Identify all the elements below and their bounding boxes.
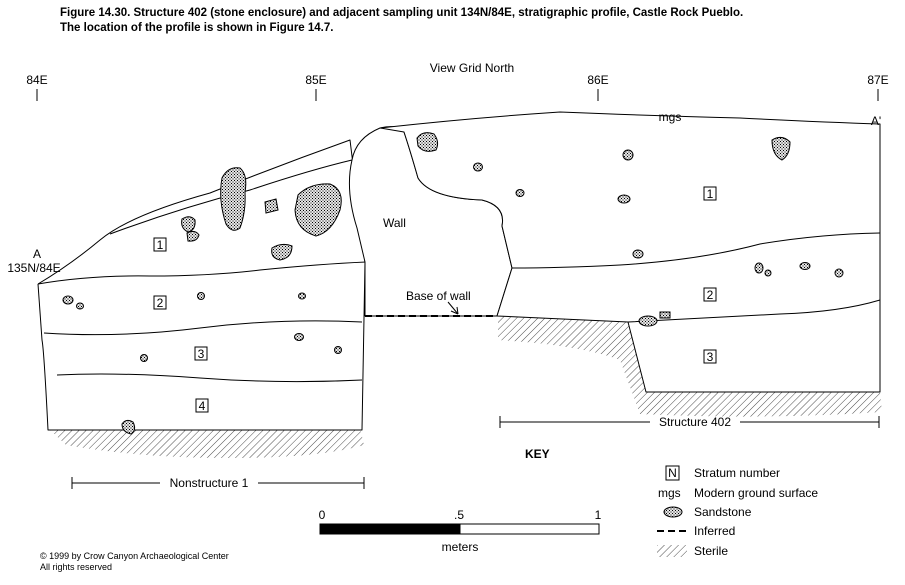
- scale-tick-1: 1: [595, 508, 602, 522]
- scale-unit: meters: [442, 540, 479, 554]
- mgs-label: mgs: [659, 110, 682, 124]
- sandstone-rock: [298, 292, 306, 300]
- svg-text:Modern ground surface: Modern ground surface: [694, 486, 818, 500]
- svg-text:1: 1: [157, 238, 164, 252]
- grid-label-85e: 85E: [305, 73, 326, 87]
- stratum-box-right-1: 1: [703, 186, 717, 201]
- copyright-line-2: All rights reserved: [40, 562, 113, 572]
- base-of-wall-arrow: [447, 301, 459, 315]
- key-sterile: Sterile: [657, 544, 728, 558]
- sterile-left: [48, 428, 364, 458]
- svg-text:3: 3: [707, 350, 714, 364]
- sandstone-rock: [515, 189, 525, 197]
- grid-label-86e: 86E: [587, 73, 608, 87]
- scale-bar-black: [319, 523, 461, 535]
- right-boundary-1-2: [511, 232, 881, 269]
- stratum-box-left-2: 2: [153, 295, 167, 310]
- endpoint-a-label: A: [33, 247, 41, 261]
- sandstone-rock: [294, 333, 304, 341]
- left-boundary-1-2: [37, 261, 367, 285]
- orientation-label: View Grid North: [430, 61, 514, 75]
- key-modern-ground-surface: mgs Modern ground surface: [658, 486, 818, 500]
- key-stratum-number: N Stratum number: [665, 465, 780, 481]
- sandstone-rocks: [62, 132, 844, 435]
- sterile-swatch-icon: [657, 545, 687, 557]
- left-boundary-3-4: [56, 373, 363, 383]
- right-boundary-2-3: [627, 299, 881, 323]
- structure-extent: [499, 416, 880, 428]
- sandstone-rock: [771, 136, 791, 161]
- structure-label: Structure 402: [659, 415, 731, 429]
- copyright-line-1: © 1999 by Crow Canyon Archaeological Cen…: [40, 551, 229, 561]
- sandstone-rock: [220, 167, 247, 231]
- sandstone-rock: [622, 149, 634, 161]
- stratum-box-right-3: 3: [703, 349, 717, 364]
- sandstone-rock: [121, 419, 136, 435]
- caption-line-1: Figure 14.30. Structure 402 (stone enclo…: [60, 7, 744, 19]
- sandstone-rock: [473, 162, 483, 172]
- sandstone-rock: [197, 292, 205, 300]
- stratum-box-left-3: 3: [194, 346, 208, 361]
- nonstructure-label: Nonstructure 1: [170, 476, 249, 490]
- scale-tick-0: 0: [319, 508, 326, 522]
- stratum-box-left-4: 4: [195, 398, 209, 413]
- svg-text:2: 2: [707, 288, 714, 302]
- sandstone-rock: [294, 183, 342, 237]
- svg-text:Stratum number: Stratum number: [694, 466, 780, 480]
- sandstone-rock: [799, 262, 811, 270]
- key-sandstone: Sandstone: [663, 505, 752, 519]
- sandstone-rock: [632, 249, 644, 259]
- sandstone-rock: [271, 243, 293, 261]
- sandstone-rock: [76, 302, 84, 310]
- sterile-right: [498, 316, 882, 417]
- sandstone-rock: [659, 311, 671, 319]
- grid-label-84e: 84E: [26, 73, 47, 87]
- figure-caption: Figure 14.30. Structure 402 (stone enclo…: [60, 6, 900, 36]
- grid-label-87e: 87E: [867, 73, 888, 87]
- left-boundary-upper: [109, 159, 353, 235]
- right-profile-outline: [379, 111, 881, 393]
- svg-text:Inferred: Inferred: [694, 524, 735, 538]
- nonstructure-extent: [71, 477, 365, 489]
- svg-text:N: N: [668, 466, 677, 480]
- copyright: © 1999 by Crow Canyon Archaeological Cen…: [40, 551, 229, 573]
- left-profile-outline: [37, 139, 366, 431]
- left-boundary-2-3: [43, 320, 363, 336]
- sandstone-rock: [140, 354, 148, 362]
- grid-ticks: [36, 89, 879, 101]
- sandstone-rock: [754, 262, 764, 274]
- wall-label: Wall: [383, 216, 406, 230]
- svg-text:Sandstone: Sandstone: [694, 505, 752, 519]
- scale-bar-white: [459, 523, 600, 535]
- sandstone-rock: [834, 268, 844, 278]
- key-title: KEY: [525, 447, 550, 461]
- stratum-box-right-2: 2: [703, 287, 717, 302]
- arrow-head: [450, 306, 459, 315]
- svg-text:4: 4: [199, 399, 206, 413]
- svg-text:3: 3: [198, 347, 205, 361]
- sandstone-rock: [186, 230, 200, 242]
- sandstone-rock: [264, 198, 279, 214]
- stratum-box-left-1: 1: [153, 237, 167, 252]
- endpoint-a-prime-label: A': [871, 114, 881, 128]
- sandstone-swatch-icon: [663, 506, 683, 518]
- base-of-wall-label: Base of wall: [406, 289, 471, 303]
- svg-text:Sterile: Sterile: [694, 544, 728, 558]
- scale-tick-half: .5: [454, 508, 464, 522]
- key-inferred: Inferred: [657, 524, 735, 538]
- svg-text:1: 1: [707, 187, 714, 201]
- sandstone-rock: [62, 295, 74, 305]
- sandstone-rock: [416, 132, 439, 152]
- endpoint-a-coordinate: 135N/84E: [7, 261, 60, 275]
- sandstone-rock: [764, 269, 772, 277]
- sandstone-rock: [638, 315, 658, 327]
- sandstone-rock: [334, 346, 342, 354]
- svg-text:mgs: mgs: [658, 486, 681, 500]
- sandstone-rock: [617, 194, 631, 204]
- sandstone-rock: [181, 216, 196, 233]
- svg-text:2: 2: [157, 296, 164, 310]
- caption-line-2: The location of the profile is shown in …: [60, 22, 334, 34]
